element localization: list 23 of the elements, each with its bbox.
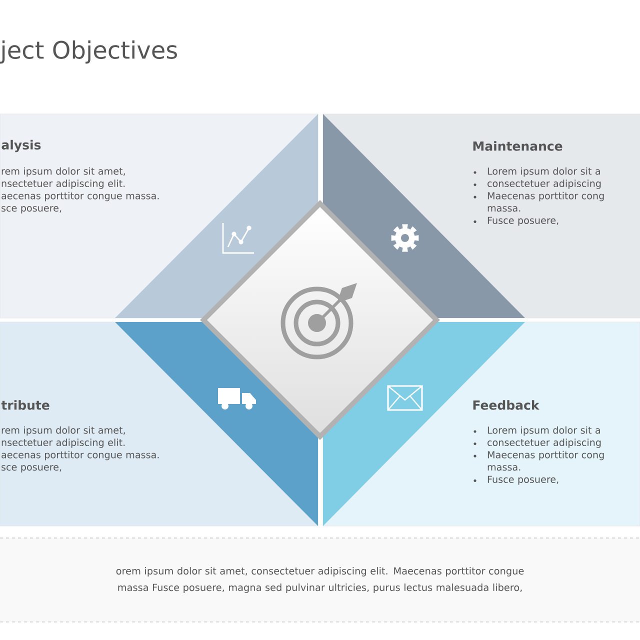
bullet-text: Fusce posuere, [488, 216, 558, 226]
bullet-text: Maecenas porttitor cong massa. [488, 450, 604, 471]
panel-heading: Feedback [473, 400, 540, 410]
bullet-text: Fusce posuere, [488, 476, 558, 485]
bullet-text: consectetuer adipiscing [488, 438, 601, 448]
bullet-text: sce posuere, [2, 206, 62, 214]
bullet-text: aecenas porttitor congue massa. [2, 450, 159, 460]
note-band: orem ipsum dolor sit amet, consectetuer adipiscing elit. Maecenas porttitor congue massa Fusce posuere, magna sed pulvinar ultricies, purus lectus malesuada libero, [0, 538, 640, 622]
bullet-text: rem ipsum dolor sit amet, [2, 167, 125, 177]
bullet-text: aecenas porttitor congue massa. [2, 192, 159, 202]
panel-heading: tribute [1, 400, 50, 410]
bullet-text: nsectetuer adipiscing elit. [2, 180, 125, 189]
bullet-text: consectetuer adipiscing [488, 180, 601, 189]
bullet-text: rem ipsum dolor sit amet, [2, 426, 125, 436]
bullet-text: Lorem ipsum dolor sit a [488, 426, 600, 436]
panel-background [0, 114, 318, 318]
panel-heading: alysis [2, 140, 41, 152]
slide-title: ject Objectives [0, 40, 177, 64]
bullet-text: nsectetuer adipiscing elit. [2, 438, 125, 448]
bullet-text: sce posuere, [2, 465, 62, 472]
bullet-text: Maecenas porttitor cong massa. [488, 192, 604, 212]
bullet-text: Lorem ipsum dolor sit a [488, 167, 600, 177]
panel-heading: Maintenance [473, 141, 562, 151]
